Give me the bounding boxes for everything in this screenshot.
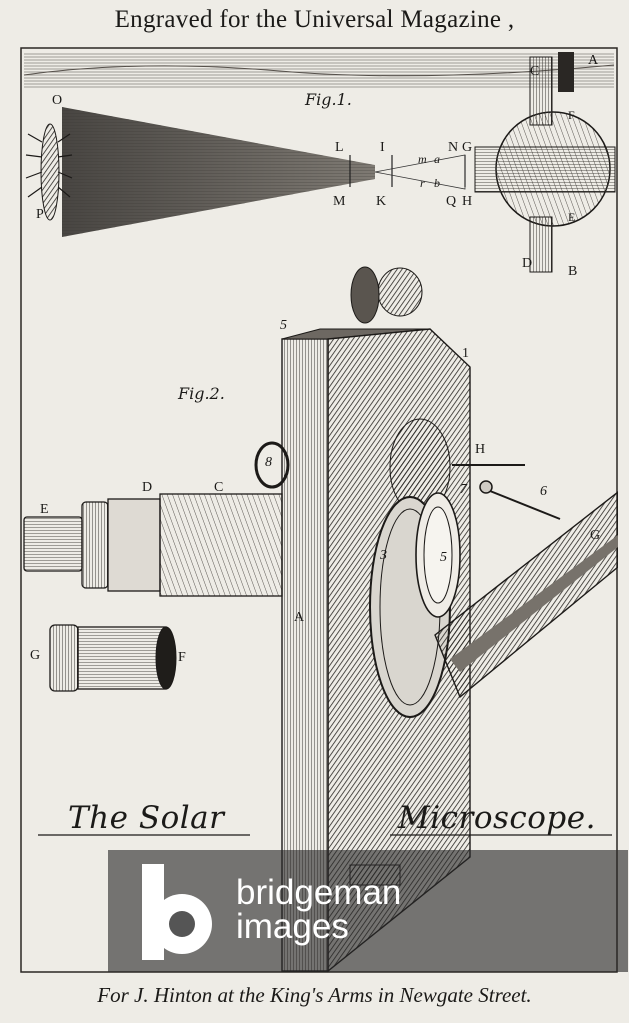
fig1-label-o: O xyxy=(52,93,63,108)
fig1-label-m: m xyxy=(418,152,427,166)
plate-illustration xyxy=(20,47,618,973)
fig1-label-c: C xyxy=(530,64,540,79)
fig2-label-d: D xyxy=(142,480,153,495)
footer-text: For J. Hinton at the King's Arms in Newg… xyxy=(97,983,532,1007)
fig1-caption: Fig.1. xyxy=(305,90,352,109)
title-right: Microscope. xyxy=(398,800,596,836)
fig1-label-q: Q xyxy=(446,194,457,209)
fig1-label-h: H xyxy=(462,194,473,209)
fig1-label-a: a xyxy=(434,152,440,166)
fig2-label-g-tube: G xyxy=(30,648,41,663)
fig2-label-1: 1 xyxy=(462,346,469,361)
watermark-banner: bridgeman images xyxy=(108,850,628,972)
fig1-label-k: K xyxy=(376,194,387,209)
fig2-label-g: G xyxy=(590,528,601,543)
fig2-label-f: F xyxy=(178,650,186,665)
bridgeman-logo-icon xyxy=(142,864,212,960)
fig1-label-i: I xyxy=(380,140,385,155)
fig1-label-l: L xyxy=(335,140,344,155)
fig2-label-h: H xyxy=(475,442,486,457)
fig1-label-f: F xyxy=(568,108,575,122)
watermark-text: bridgeman images xyxy=(236,873,402,946)
fig2-label-a: A xyxy=(294,610,305,625)
fig2-label-6: 6 xyxy=(540,484,547,499)
fig1-label-b: b xyxy=(434,176,440,190)
fig1-label-e: E xyxy=(568,210,576,224)
title-left: The Solar xyxy=(68,800,225,836)
fig2-label-5-top: 5 xyxy=(280,318,287,333)
watermark-line1: bridgeman xyxy=(236,873,402,912)
fig1-label-r: r xyxy=(420,176,425,190)
header-text: Engraved for the Universal Magazine , xyxy=(114,6,515,33)
fig2-label-3: 3 xyxy=(380,548,387,563)
fig2-caption: Fig.2. xyxy=(178,384,225,403)
fig1-label-m-upper: M xyxy=(333,194,346,209)
fig1-drawing xyxy=(23,52,616,273)
fig2-label-7: 7 xyxy=(460,482,467,497)
fig1-label-n: N xyxy=(448,140,459,155)
fig1-label-p: P xyxy=(36,207,44,222)
fig2-drawing xyxy=(23,266,618,973)
fig2-label-8: 8 xyxy=(265,455,272,470)
fig1-label-g: G xyxy=(462,140,473,155)
watermark-line2: images xyxy=(236,907,349,946)
fig2-label-c: C xyxy=(214,480,224,495)
fig1-label-b-upper: B xyxy=(568,264,578,279)
fig1-label-d: D xyxy=(522,256,533,271)
fig2-label-5-lens: 5 xyxy=(440,550,447,565)
fig2-label-e: E xyxy=(40,502,49,517)
fig1-label-a-upper: A xyxy=(588,53,599,68)
